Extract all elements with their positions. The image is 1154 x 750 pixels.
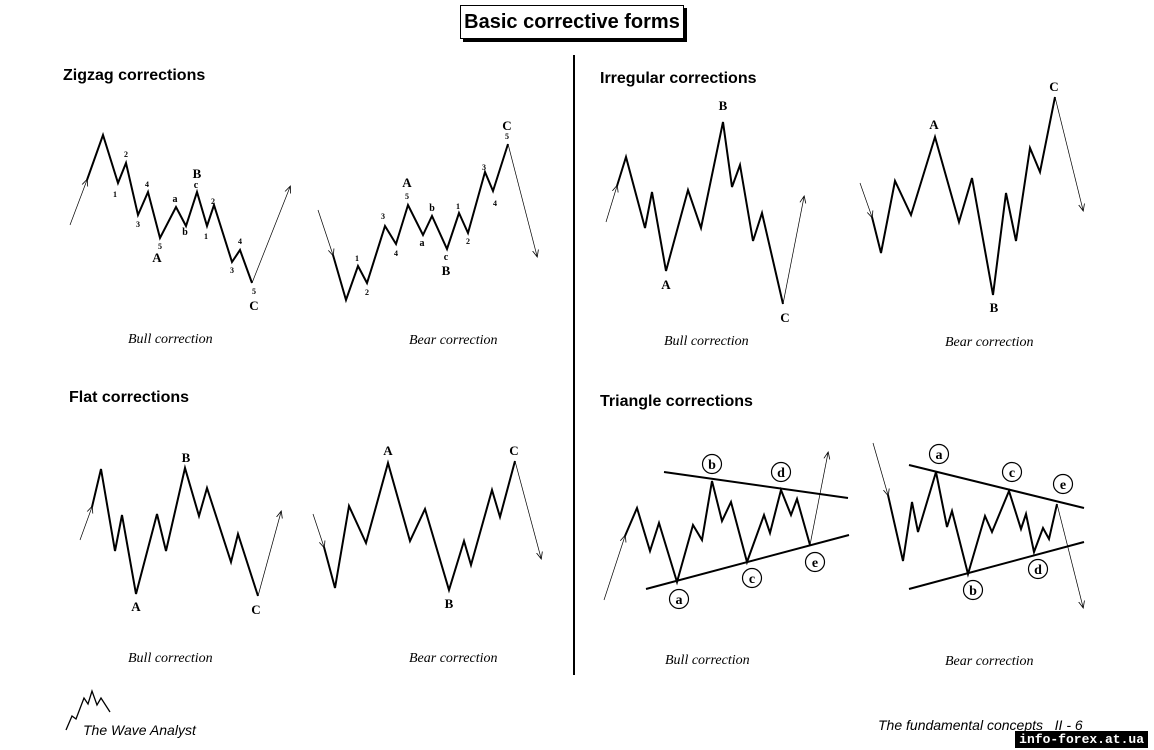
triangle-bull-diagram [603,453,850,601]
wave-label: 5 [252,287,256,296]
page-title: Basic corrective forms [460,5,684,39]
wave-label: B [182,450,191,465]
wave-label: B [442,263,451,278]
flat-bear-caption: Bear correction [409,651,498,666]
irregular-bear-caption: Bear correction [945,335,1034,350]
flat-section-title: Flat corrections [69,389,190,406]
wave-label: B [990,300,999,315]
wave-label: 3 [230,266,234,275]
wave-label: 2 [124,150,128,159]
wave-label: 5 [158,242,162,251]
wave-label: A [661,277,671,292]
wave-label: b [182,227,188,238]
wave-label: 4 [493,199,497,208]
wave-label: a [936,448,943,463]
column-divider [573,55,575,675]
wave-label: C [509,443,518,458]
wave-label: b [969,584,977,599]
wave-label: 5 [505,132,509,141]
zigzag-bull-diagram [69,131,290,284]
irregular-bear-diagram [859,96,1083,296]
zigzag-bull-caption: Bull correction [128,332,213,347]
irregular-section-title: Irregular corrections [600,70,757,87]
wave-label: 2 [211,197,215,206]
wave-label: B [193,166,202,181]
wave-label: 4 [145,180,149,189]
wave-label: a [676,593,683,608]
wave-label: C [251,602,260,617]
wave-label: 4 [394,249,398,258]
wave-label: A [383,443,393,458]
flat-bull-diagram [79,464,281,597]
irregular-bull-caption: Bull correction [664,334,749,349]
wave-label: C [502,118,511,133]
watermark: info-forex.at.ua [1015,731,1148,748]
wave-label: B [445,596,454,611]
footer-page-ref: The fundamental concepts II - 6 [878,717,1083,733]
wave-label: 4 [238,237,242,246]
wave-label: B [719,98,728,113]
wave-label: 5 [405,192,409,201]
wave-label: A [131,599,141,614]
zigzag-bear-diagram [317,143,537,304]
wave-label: C [249,298,258,313]
wave-label: C [780,310,789,325]
wave-label: a [173,194,178,205]
flat-bear-diagram [312,459,541,594]
zigzag-section-title: Zigzag corrections [63,67,206,84]
footer-brand: The Wave Analyst [83,722,196,738]
flat-bull-caption: Bull correction [128,651,213,666]
wave-label: a [420,238,425,249]
wave-label: b [429,203,435,214]
wave-label: A [929,117,939,132]
wave-label: 3 [381,212,385,221]
wave-label: e [812,556,818,571]
wave-label: d [777,466,785,481]
wave-label: b [708,458,716,473]
wave-label: c [1009,466,1015,481]
wave-label: 3 [482,163,486,172]
wave-label: 2 [466,237,470,246]
wave-label: c [194,180,199,191]
triangle-bull-caption: Bull correction [665,653,750,668]
wave-label: 2 [365,288,369,297]
wave-analyst-logo [65,688,111,731]
wave-label: c [444,252,449,263]
wave-label: C [1049,79,1058,94]
zigzag-bear-caption: Bear correction [409,333,498,348]
wave-label: e [1060,478,1066,493]
triangle-section-title: Triangle corrections [600,393,753,410]
wave-label: 1 [355,254,359,263]
wave-label: c [749,572,755,587]
wave-label: 1 [204,232,208,241]
wave-label: A [152,250,162,265]
triangle-bear-caption: Bear correction [945,654,1034,669]
wave-label: 1 [456,202,460,211]
wave-label: d [1034,563,1042,578]
wave-label: 1 [113,190,117,199]
wave-label: A [402,175,412,190]
irregular-bull-diagram [605,121,804,305]
wave-label: 3 [136,220,140,229]
triangle-bear-diagram [872,442,1084,607]
